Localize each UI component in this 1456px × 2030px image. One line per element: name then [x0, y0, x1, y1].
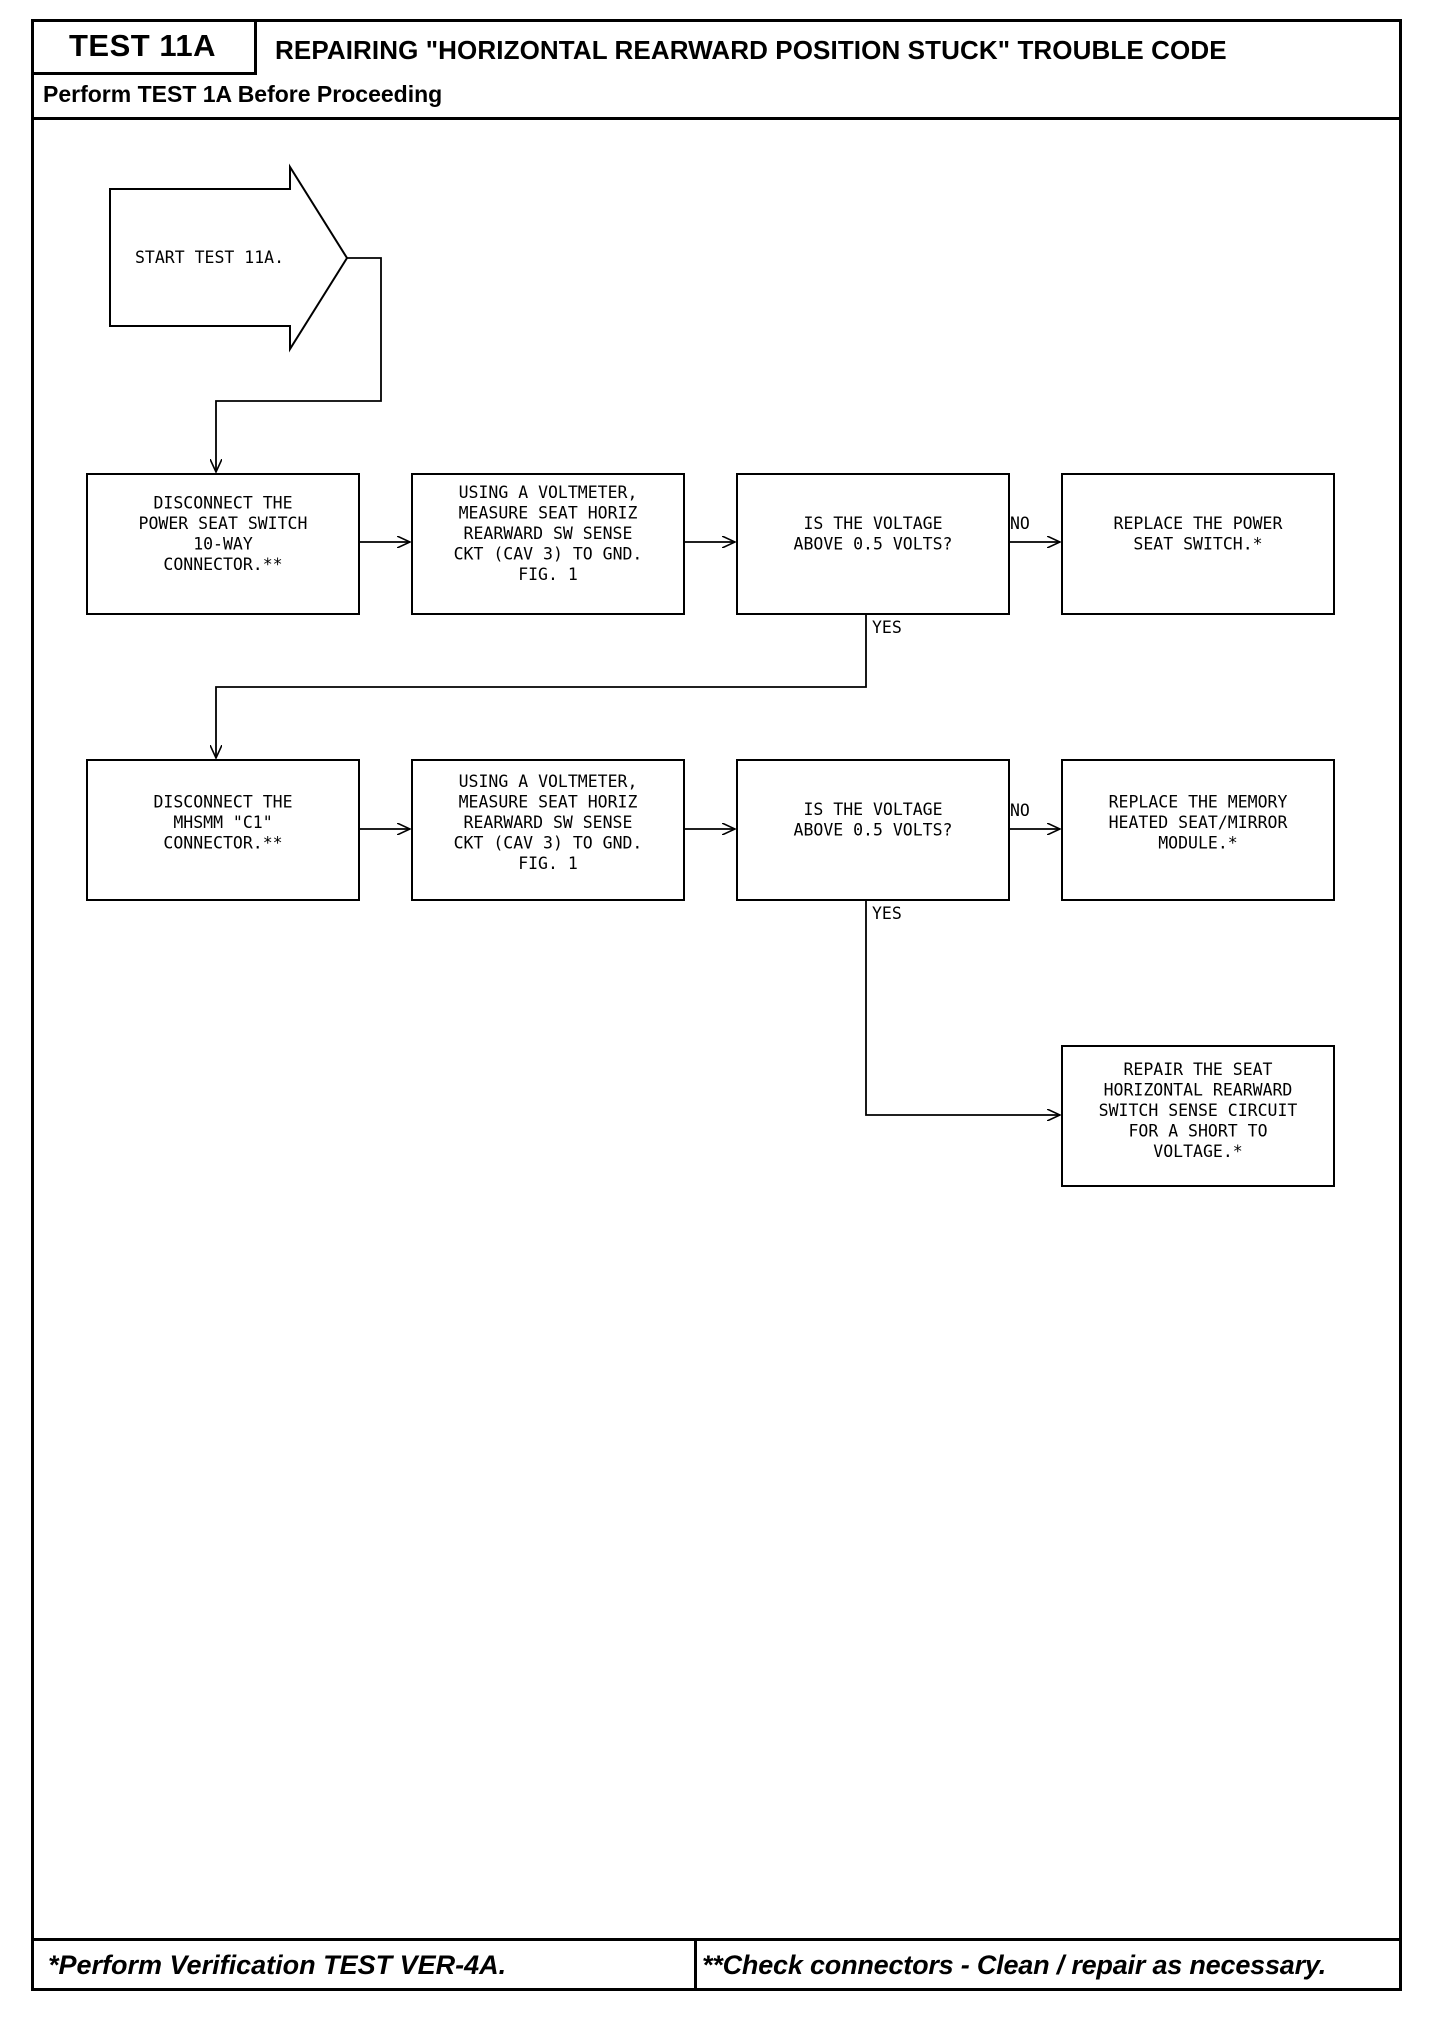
page-title: REPAIRING "HORIZONTAL REARWARD POSITION … [275, 35, 1227, 65]
box-text-line: REARWARD SW SENSE [464, 524, 633, 543]
box-text-line: ABOVE 0.5 VOLTS? [794, 534, 953, 553]
row2-no-action-box [1061, 759, 1335, 901]
box-text-line: ABOVE 0.5 VOLTS? [794, 820, 953, 839]
box-text-line: DISCONNECT THE [153, 493, 292, 512]
row2-no-label: NO [1010, 801, 1030, 820]
box-text-line: CONNECTOR.** [163, 834, 282, 853]
box-text-line: SWITCH SENSE CIRCUIT [1099, 1101, 1298, 1120]
row1-yes-label: YES [872, 618, 902, 637]
box-text-line: CKT (CAV 3) TO GND. [454, 834, 643, 853]
box-text-line: CONNECTOR.** [163, 555, 282, 574]
box-text-line: REARWARD SW SENSE [464, 813, 633, 832]
box-text-line: HEATED SEAT/MIRROR [1109, 813, 1288, 832]
row1-step2-box [411, 473, 685, 615]
row1-step2-text: USING A VOLTMETER, MEASURE SEAT HORIZREAR… [454, 483, 643, 584]
footer-divider [31, 1938, 1402, 1941]
start-label: START TEST 11A. [135, 248, 284, 267]
box-text-line: HORIZONTAL REARWARD [1104, 1081, 1293, 1100]
box-text-line: CKT (CAV 3) TO GND. [454, 545, 643, 564]
start-arrow-shape [109, 163, 349, 353]
row1-no-action-box [1061, 473, 1335, 615]
box-text-line: FIG. 1 [518, 854, 578, 873]
row2-yes-label: YES [872, 904, 902, 923]
footer-left-note: *Perform Verification TEST VER-4A. [48, 1949, 507, 1980]
box-text-line: IS THE VOLTAGE [803, 800, 942, 819]
row1-no-label: NO [1010, 514, 1030, 533]
box-text-line: FIG. 1 [518, 565, 578, 584]
row1-step1-box [86, 473, 360, 615]
connector-row2-yes [865, 900, 1060, 1115]
connector-start-to-step1 [216, 257, 382, 472]
footer-right-note: **Check connectors - Clean / repair as n… [702, 1949, 1327, 1980]
connector-row1-yes [216, 614, 867, 758]
box-text-line: VOLTAGE.* [1153, 1142, 1242, 1161]
row2-step1-box [86, 759, 360, 901]
test-id: TEST 11A [31, 19, 257, 75]
box-text-line: MEASURE SEAT HORIZ [459, 793, 638, 812]
prerequisite-note: Perform TEST 1A Before Proceeding [43, 81, 443, 107]
row1-decision-box [736, 473, 1010, 615]
box-text-line: FOR A SHORT TO [1128, 1122, 1267, 1141]
final-action-box [1061, 1045, 1335, 1187]
box-text-line: MEASURE SEAT HORIZ [459, 504, 638, 523]
box-text-line: IS THE VOLTAGE [803, 514, 942, 533]
box-text-line: MODULE.* [1158, 834, 1237, 853]
page-frame [31, 19, 1402, 1991]
row2-step2-text: USING A VOLTMETER, MEASURE SEAT HORIZREAR… [454, 772, 643, 873]
footer-column-divider [694, 1938, 697, 1991]
final-action-text: REPAIR THE SEAT HORIZONTAL REARWARDSWITCH… [1099, 1060, 1298, 1161]
row2-step2-box [411, 759, 685, 901]
box-text-line: USING A VOLTMETER, [459, 483, 638, 502]
box-text-line: DISCONNECT THE [153, 793, 292, 812]
box-text-line: REPLACE THE POWER [1114, 514, 1283, 533]
row2-decision-box [736, 759, 1010, 901]
box-text-line: MHSMM "C1" [173, 813, 272, 832]
box-text-line: SEAT SWITCH.* [1133, 534, 1262, 553]
box-text-line: 10-WAY [193, 534, 253, 553]
box-text-line: POWER SEAT SWITCH [139, 514, 308, 533]
box-text-line: REPAIR THE SEAT [1123, 1060, 1272, 1079]
box-text-line: USING A VOLTMETER, [459, 772, 638, 791]
header-divider [31, 117, 1402, 120]
box-text-line: REPLACE THE MEMORY [1109, 793, 1288, 812]
